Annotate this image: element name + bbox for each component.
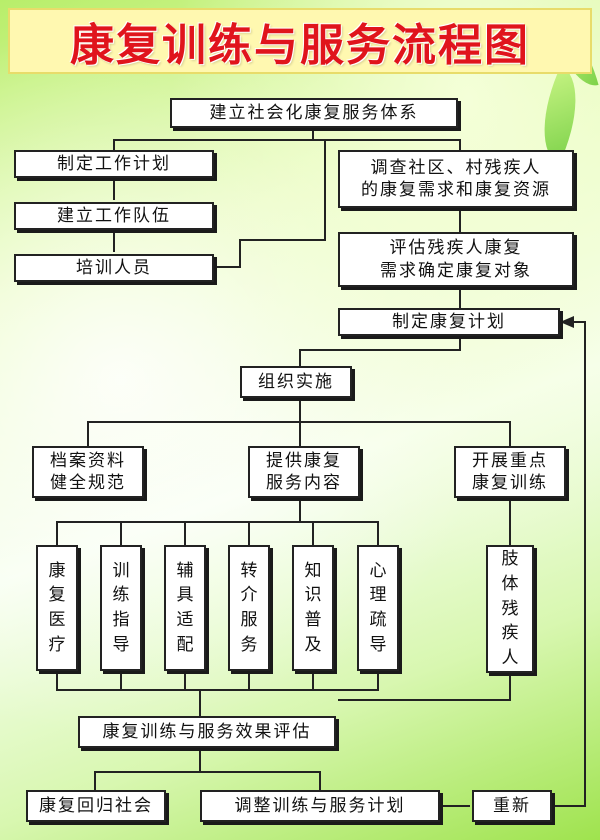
connector-line: [338, 673, 511, 701]
connector-line: [113, 128, 314, 150]
box-return-society: 康复回归社会: [26, 790, 166, 822]
connector-line: [300, 421, 511, 446]
connector-line: [552, 321, 586, 807]
box-evaluate: 康复训练与服务效果评估: [78, 716, 336, 748]
box-restart: 重新: [472, 790, 552, 822]
box-device-fitting: 辅 具 适 配: [164, 545, 206, 671]
box-assess-needs: 评估残疾人康复 需求确定康复对象: [338, 232, 574, 287]
connector-line: [56, 673, 379, 691]
box-organize: 组织实施: [240, 366, 352, 398]
title-banner: 康复训练与服务流程图: [8, 8, 592, 74]
box-build-team: 建立工作队伍: [14, 202, 214, 230]
box-provide-service: 提供康复 服务内容: [248, 446, 360, 498]
connector-line: [56, 500, 301, 545]
box-archive: 档案资料 健全规范: [32, 446, 144, 498]
connector-line: [200, 771, 321, 790]
connector-line: [313, 139, 461, 150]
box-key-training: 开展重点 康复训练: [454, 446, 566, 498]
box-rehab-plan: 制定康复计划: [338, 308, 560, 336]
connector-line: [87, 398, 301, 446]
box-psych-counsel: 心 理 疏 导: [357, 545, 399, 671]
page-title: 康复训练与服务流程图: [70, 20, 530, 71]
box-training-guidance: 训 练 指 导: [100, 545, 142, 671]
box-knowledge: 知 识 普 及: [292, 545, 334, 671]
box-build-system: 建立社会化康复服务体系: [170, 98, 458, 128]
box-survey-needs: 调查社区、村残疾人 的康复需求和康复资源: [338, 150, 574, 208]
connector-line: [299, 336, 461, 366]
connector-line: [94, 748, 201, 790]
box-work-plan: 制定工作计划: [14, 150, 214, 178]
connector-line: [300, 521, 379, 545]
box-rehab-medical: 康 复 医 疗: [36, 545, 78, 671]
arrow-head: [560, 316, 574, 328]
box-adjust-plan: 调整训练与服务计划: [200, 790, 440, 822]
box-referral-service: 转 介 服 务: [228, 545, 270, 671]
box-train-staff: 培训人员: [14, 254, 214, 282]
connector-line: [212, 140, 326, 268]
box-limb-disabled: 肢 体 残 疾 人: [486, 545, 534, 673]
